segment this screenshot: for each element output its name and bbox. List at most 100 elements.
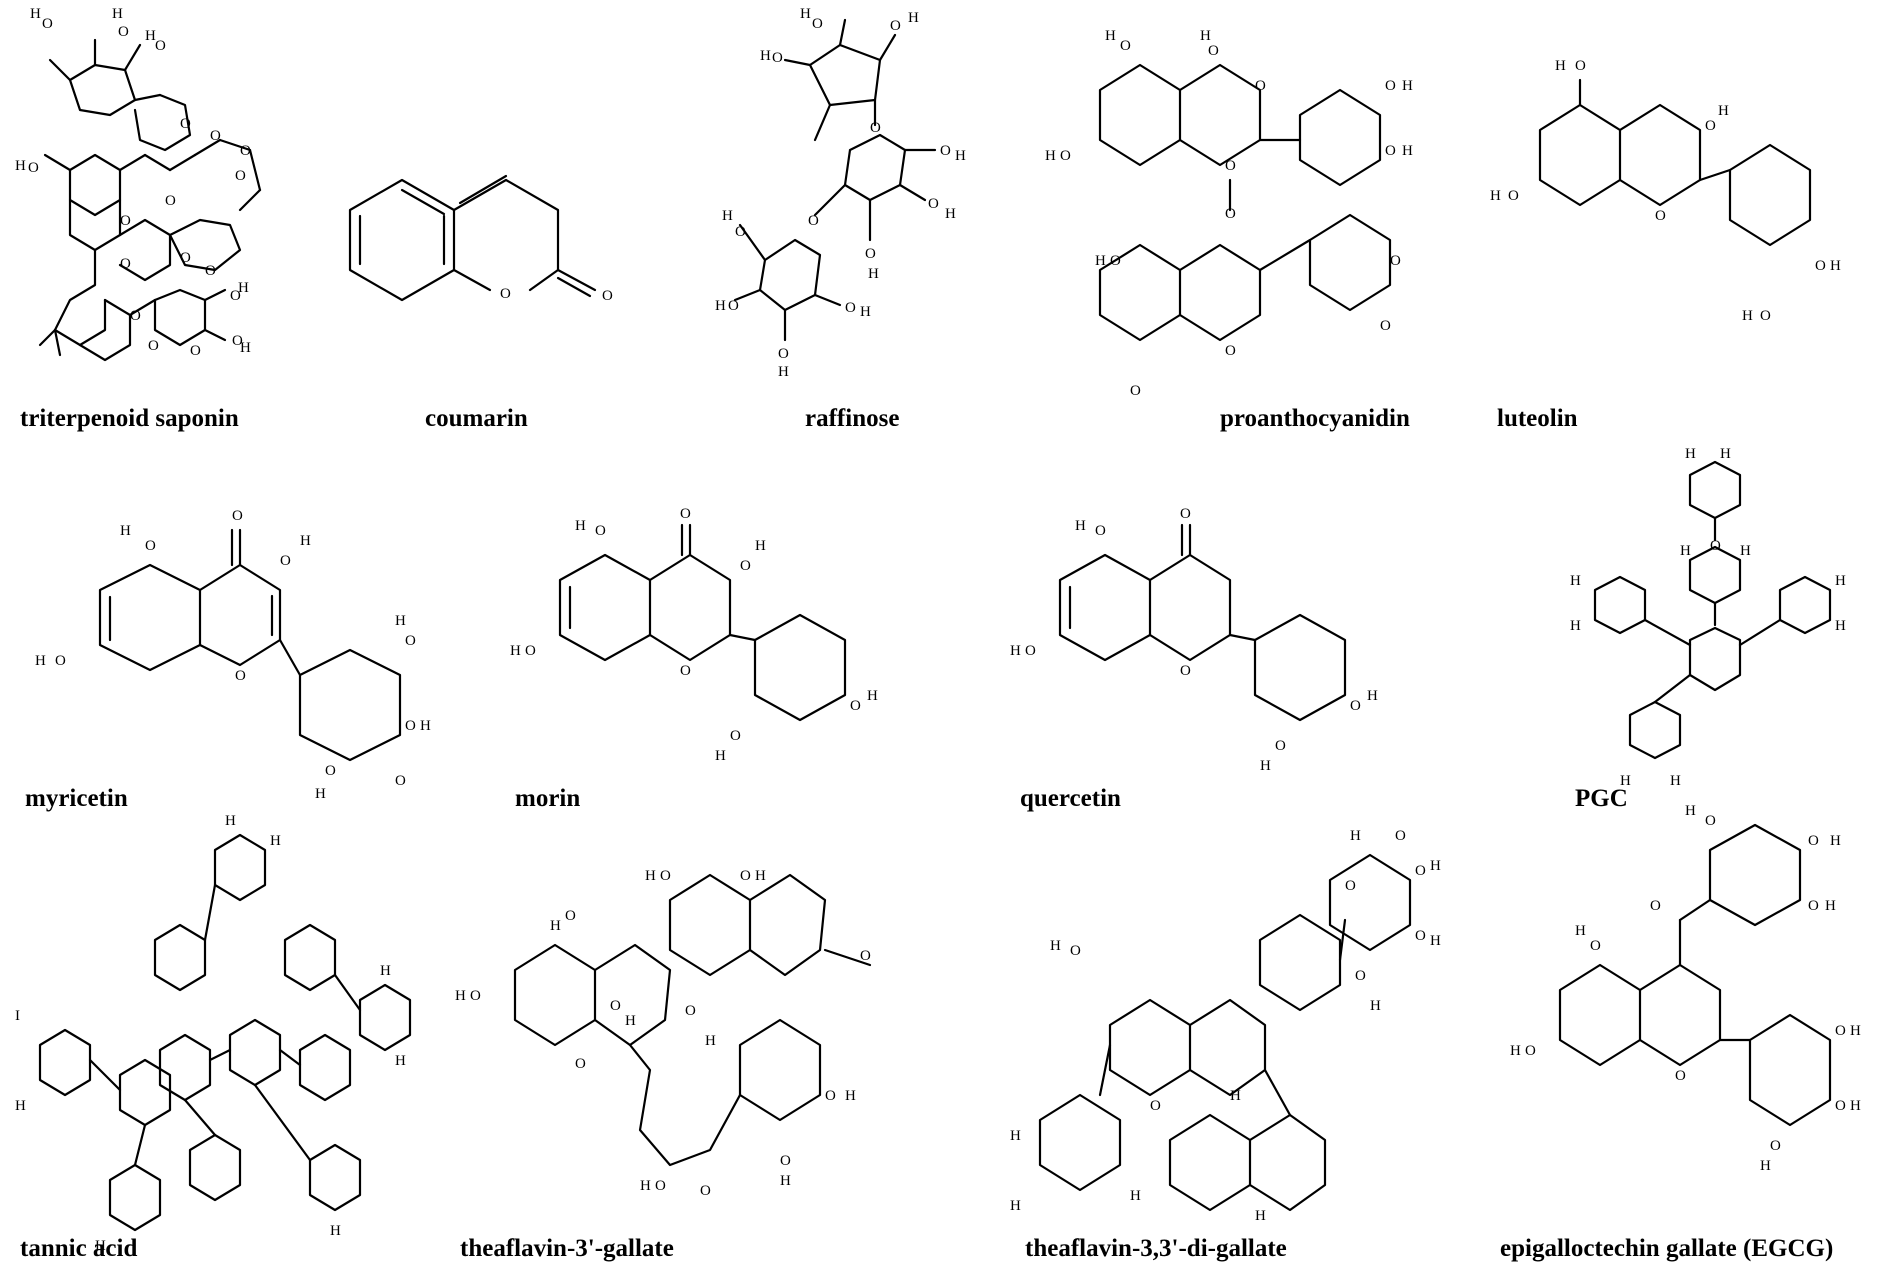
- svg-text:H: H: [1075, 518, 1086, 534]
- svg-text:O: O: [210, 128, 221, 144]
- svg-text:H: H: [1130, 1188, 1141, 1204]
- svg-text:H: H: [380, 963, 391, 979]
- svg-text:H: H: [315, 786, 326, 802]
- compound-label: triterpenoid saponin: [20, 405, 239, 432]
- svg-text:O: O: [1835, 1023, 1846, 1039]
- svg-text:O: O: [1380, 318, 1391, 334]
- svg-text:H: H: [395, 613, 406, 629]
- svg-text:H: H: [1402, 143, 1413, 159]
- svg-text:O: O: [405, 633, 416, 649]
- svg-text:O: O: [1225, 206, 1236, 222]
- coumarin-structure: O O: [348, 174, 613, 304]
- svg-text:H: H: [1742, 308, 1753, 324]
- svg-text:O: O: [240, 143, 251, 159]
- svg-text:O: O: [120, 213, 131, 229]
- svg-text:H: H: [755, 868, 766, 884]
- svg-text:H: H: [1260, 758, 1271, 774]
- svg-text:O: O: [808, 213, 819, 229]
- svg-text:O: O: [660, 868, 671, 884]
- svg-text:H: H: [760, 48, 771, 64]
- compound-label: tannic acid: [20, 1235, 138, 1262]
- svg-text:H: H: [1720, 446, 1731, 462]
- compound-label: raffinose: [805, 405, 900, 432]
- svg-text:O: O: [1650, 898, 1661, 914]
- svg-text:O: O: [740, 868, 751, 884]
- svg-text:H: H: [1850, 1098, 1861, 1114]
- svg-text:O: O: [1225, 343, 1236, 359]
- svg-text:H: H: [1830, 833, 1841, 849]
- svg-text:H: H: [1430, 858, 1441, 874]
- svg-text:O: O: [145, 538, 156, 554]
- svg-text:H: H: [270, 833, 281, 849]
- svg-text:O: O: [575, 1056, 586, 1072]
- compound-label: myricetin: [25, 785, 128, 812]
- compound-label: proanthocyanidin: [1220, 405, 1410, 432]
- svg-text:O: O: [1025, 643, 1036, 659]
- svg-text:O: O: [235, 668, 246, 684]
- svg-text:H: H: [238, 280, 249, 296]
- svg-text:O: O: [325, 763, 336, 779]
- svg-text:H: H: [955, 148, 966, 164]
- svg-text:O: O: [1110, 253, 1121, 269]
- svg-text:O: O: [728, 298, 739, 314]
- svg-text:O: O: [730, 728, 741, 744]
- svg-text:O: O: [812, 16, 823, 32]
- svg-text:H: H: [1760, 1158, 1771, 1174]
- svg-text:H: H: [1430, 933, 1441, 949]
- svg-text:O: O: [1815, 258, 1826, 274]
- svg-text:H: H: [1050, 938, 1061, 954]
- svg-text:O: O: [1808, 898, 1819, 914]
- svg-text:O: O: [280, 553, 291, 569]
- compound-label: coumarin: [425, 405, 528, 432]
- svg-text:H: H: [225, 813, 236, 829]
- svg-text:O: O: [28, 160, 39, 176]
- svg-text:O: O: [118, 24, 129, 40]
- svg-text:O: O: [1415, 863, 1426, 879]
- svg-text:H: H: [1010, 643, 1021, 659]
- svg-text:O: O: [825, 1088, 836, 1104]
- svg-text:O: O: [42, 16, 53, 32]
- svg-text:O: O: [1345, 878, 1356, 894]
- compound-label: theaflavin-3,3'-di-gallate: [1025, 1235, 1287, 1262]
- svg-text:O: O: [595, 523, 606, 539]
- svg-text:O: O: [1808, 833, 1819, 849]
- svg-text:H: H: [1230, 1088, 1241, 1104]
- svg-text:O: O: [1180, 506, 1191, 522]
- svg-text:O: O: [180, 250, 191, 266]
- svg-text:H: H: [1510, 1043, 1521, 1059]
- svg-text:H: H: [1718, 103, 1729, 119]
- svg-text:O: O: [190, 343, 201, 359]
- svg-text:H: H: [755, 538, 766, 554]
- svg-text:O: O: [165, 193, 176, 209]
- svg-text:H: H: [715, 748, 726, 764]
- svg-text:H: H: [800, 6, 811, 22]
- svg-text:O: O: [1675, 1068, 1686, 1084]
- svg-text:H: H: [705, 1033, 716, 1049]
- svg-text:H: H: [908, 10, 919, 26]
- svg-text:H: H: [1575, 923, 1586, 939]
- compound-label: luteolin: [1497, 405, 1578, 432]
- svg-text:H: H: [300, 533, 311, 549]
- svg-text:H: H: [395, 1053, 406, 1069]
- svg-text:H: H: [1570, 573, 1581, 589]
- svg-text:H: H: [645, 868, 656, 884]
- svg-text:O: O: [1355, 968, 1366, 984]
- svg-text:H: H: [1685, 803, 1696, 819]
- svg-text:H: H: [1740, 543, 1751, 559]
- svg-text:O: O: [1208, 43, 1219, 59]
- svg-text:O: O: [928, 196, 939, 212]
- svg-text:O: O: [1385, 143, 1396, 159]
- svg-text:H: H: [145, 28, 156, 44]
- svg-text:O: O: [780, 1153, 791, 1169]
- svg-text:O: O: [1415, 928, 1426, 944]
- svg-text:O: O: [735, 224, 746, 240]
